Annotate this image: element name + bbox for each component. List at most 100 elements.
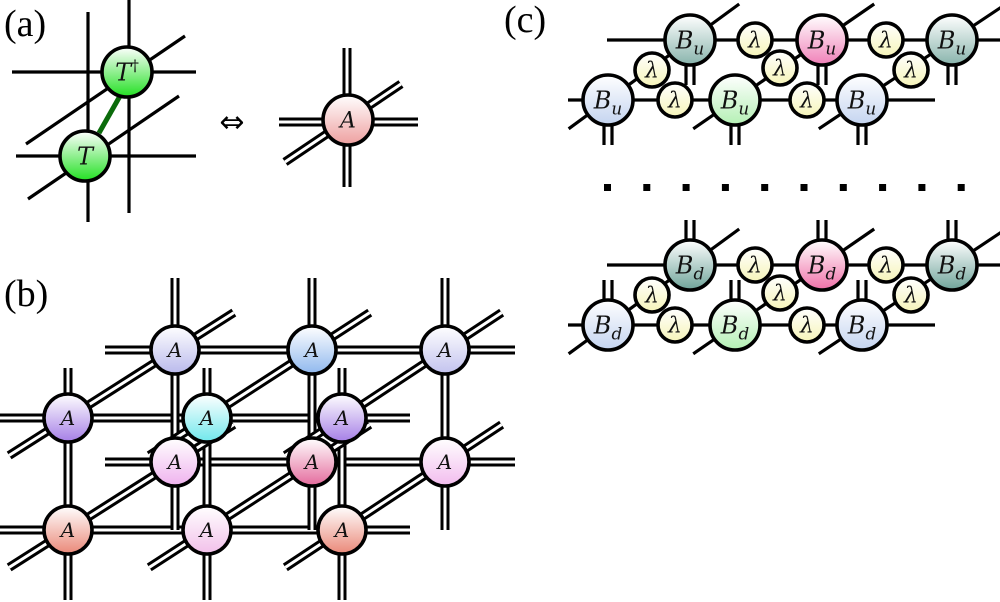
label-main: A <box>333 518 349 542</box>
tensor-a-node-label: A <box>166 450 182 474</box>
tensor-b-top-node: Bu <box>925 13 979 67</box>
lambda-weight-node: λ <box>788 81 826 119</box>
label-main: B <box>937 26 956 54</box>
tensor-b-top-node-label: Bu <box>593 86 622 118</box>
label-main: A <box>59 518 75 542</box>
label-subscript: u <box>738 98 749 118</box>
tensor-a-node: A <box>316 504 368 556</box>
tensor-b-bottom-node-circle <box>663 238 717 292</box>
label-main: λ <box>772 57 787 82</box>
tensor-b-top-node-circle <box>663 13 717 67</box>
tensor-b-top-node-label: Bu <box>937 26 966 58</box>
tensor-a-node-circle <box>419 436 471 488</box>
label-main: B <box>675 251 694 279</box>
tensor-a-node-circle <box>42 504 94 556</box>
lambda-weight-node: λ <box>761 274 799 312</box>
tensor-a-node: A <box>286 436 338 488</box>
label-main: A <box>303 450 319 474</box>
ellipsis-dot <box>918 184 926 191</box>
tensor-t-dagger: T† <box>100 45 154 99</box>
tensor-a-node-circle <box>316 504 368 556</box>
lambda-weight-node-circle <box>788 306 826 344</box>
lambda-weight-node-label: λ <box>772 282 787 307</box>
lambda-weight-node-label: λ <box>667 314 682 339</box>
tensor-b-bottom-node-label: Bd <box>720 311 750 343</box>
label-main: B <box>593 86 612 114</box>
ellipsis-dot <box>879 184 887 191</box>
ellipsis-dot <box>643 184 651 191</box>
lambda-weight-node-circle <box>761 274 799 312</box>
tensor-t-dagger-label: T† <box>115 57 139 87</box>
label-main: A <box>198 406 214 430</box>
tensor-b-bottom-node-circle <box>795 238 849 292</box>
tensor-a-node-label: A <box>333 406 349 430</box>
lambda-weight-node: λ <box>656 306 694 344</box>
lambda-weight-node-label: λ <box>903 284 918 309</box>
label-subscript: u <box>865 98 876 118</box>
ellipsis-dot <box>721 184 729 191</box>
lambda-weight-node-label: λ <box>903 59 918 84</box>
tensor-a-node: A <box>42 504 94 556</box>
lambda-weight-node: λ <box>633 51 671 89</box>
lambda-weight-node-label: λ <box>878 29 893 54</box>
panel-label-c: (c) <box>504 0 546 41</box>
label-main: T <box>77 142 95 170</box>
tensor-b-bottom-node: Bd <box>835 298 889 352</box>
tensor-b-top-node-circle <box>795 13 849 67</box>
label-main: B <box>720 311 739 339</box>
lambda-weight-node: λ <box>892 276 930 314</box>
lambda-weight-node-circle <box>867 246 905 284</box>
label-main: A <box>59 406 75 430</box>
label-main: λ <box>772 282 787 307</box>
label-main: λ <box>799 314 814 339</box>
label-main: B <box>937 251 956 279</box>
ellipsis-dot <box>604 184 611 191</box>
tensor-a-node-label: A <box>166 338 182 362</box>
tensor-b-bottom-node: Bd <box>708 298 762 352</box>
label-subscript: u <box>611 98 622 118</box>
tensor-a-label: A <box>338 109 356 134</box>
label-main: A <box>436 338 452 362</box>
label-main: A <box>333 406 349 430</box>
tensor-t-circle <box>58 129 112 183</box>
label-main: λ <box>747 254 762 279</box>
tensor-a-node: A <box>149 324 201 376</box>
tensor-a-node: A <box>286 324 338 376</box>
label-main: T <box>115 58 133 86</box>
tensor-b-bottom-node-label: Bd <box>807 251 837 283</box>
ellipsis-dot <box>800 184 808 191</box>
lambda-weight-node: λ <box>736 246 774 284</box>
lambda-weight-node-circle <box>788 81 826 119</box>
physical-contraction-link <box>96 94 123 135</box>
label-main: λ <box>667 314 682 339</box>
lambda-weight-node-circle <box>633 276 671 314</box>
label-subscript: d <box>693 263 704 283</box>
ellipsis-dot <box>682 184 690 191</box>
label-main: B <box>807 251 826 279</box>
tensor-a-node-label: A <box>198 518 214 542</box>
tensor-a-node-label: A <box>303 450 319 474</box>
tensor-a-node: A <box>419 324 471 376</box>
label-main: A <box>198 518 214 542</box>
tensor-b-bottom-node: Bd <box>795 238 849 292</box>
tensor-a-node: A <box>42 392 94 444</box>
tensor-b-top-node: Bu <box>795 13 849 67</box>
tensor-b-bottom-node: Bd <box>663 238 717 292</box>
label-main: B <box>847 86 866 114</box>
tensor-b-top-node-label: Bu <box>675 26 704 58</box>
tensor-b-bottom-node-circle <box>925 238 979 292</box>
lambda-weight-node: λ <box>892 51 930 89</box>
tensor-b-bottom-node: Bd <box>581 298 635 352</box>
ellipsis-dots <box>604 184 965 191</box>
label-main: λ <box>644 284 659 309</box>
tensor-b-bottom-node-label: Bd <box>847 311 877 343</box>
lambda-weight-node-label: λ <box>667 89 682 114</box>
lambda-weight-node-circle <box>892 51 930 89</box>
label-main: λ <box>878 254 893 279</box>
tensor-t: T <box>58 129 112 183</box>
label-main: λ <box>667 89 682 114</box>
label-subscript: d <box>738 323 749 343</box>
tensor-b-top-node-circle <box>835 73 889 127</box>
